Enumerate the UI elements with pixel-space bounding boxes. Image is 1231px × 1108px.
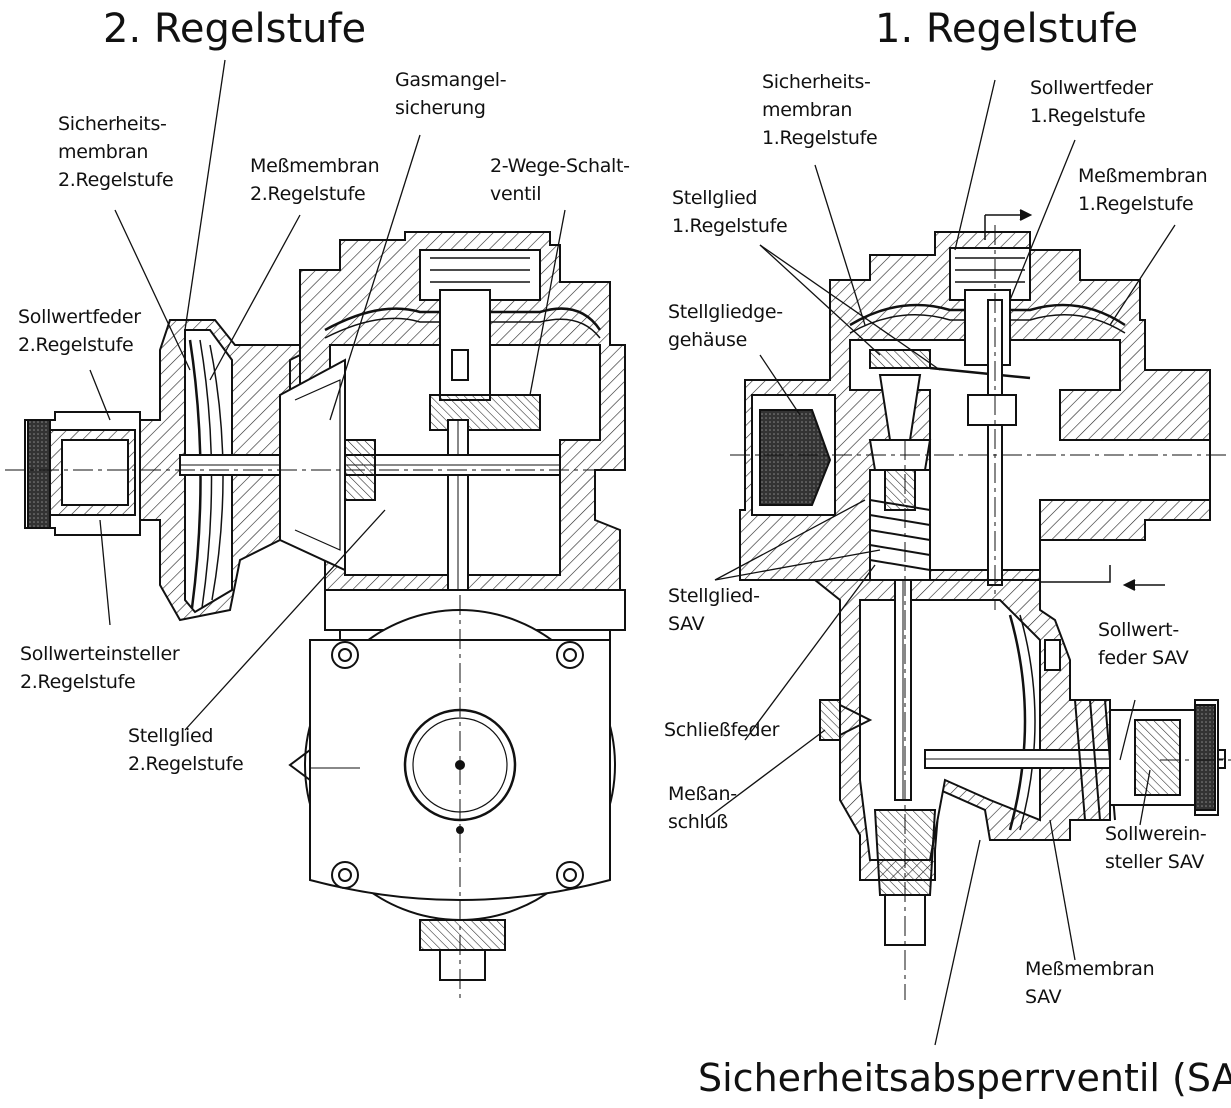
stage1-sav-assembly (730, 209, 1231, 1000)
label-stellglied-1: Stellglied 1.Regelstufe (672, 187, 788, 237)
label-messmembran-2: Meßmembran 2.Regelstufe (250, 155, 380, 205)
label-sollwertfeder-2: Sollwertfeder 2.Regelstufe (18, 306, 141, 356)
title-sav: Sicherheitsabsperrventil (SAV) (698, 1056, 1231, 1100)
stage2-leader-lines (89, 59, 566, 731)
label-sicherheitsmembran-2: Sicherheits- membran 2.Regelstufe (58, 113, 174, 191)
label-gasmangelsicherung: Gasmangel- sicherung (395, 69, 507, 119)
label-sollwertfeder-1: Sollwertfeder 1.Regelstufe (1030, 77, 1153, 127)
stage2-assembly (5, 231, 626, 1000)
title-stage1: 1. Regelstufe (875, 6, 1139, 52)
label-2-wege-schaltventil: 2-Wege-Schalt- ventil (490, 155, 630, 205)
label-sollwerteinsteller-sav: Sollwerein- steller SAV (1105, 823, 1207, 873)
title-stage2: 2. Regelstufe (103, 6, 367, 52)
label-messmembran-sav: Meßmembran SAV (1025, 958, 1155, 1008)
stage1-leader-lines (704, 79, 1176, 1046)
label-stellglied-2: Stellglied 2.Regelstufe (128, 725, 244, 775)
label-sicherheitsmembran-1: Sicherheits- membran 1.Regelstufe (762, 71, 878, 149)
label-stellglied-sav: Stellglied- SAV (668, 585, 760, 635)
label-schliessfeder: Schließfeder (664, 719, 780, 741)
label-stellgliedgehaeuse: Stellgliedge- gehäuse (668, 301, 783, 351)
label-messmembran-1: Meßmembran 1.Regelstufe (1078, 165, 1208, 215)
label-messanschluss: Meßan- schluß (668, 783, 737, 833)
label-sollwerteinsteller-2: Sollwerteinsteller 2.Regelstufe (20, 643, 180, 693)
label-sollwertfeder-sav: Sollwert- feder SAV (1098, 619, 1189, 669)
